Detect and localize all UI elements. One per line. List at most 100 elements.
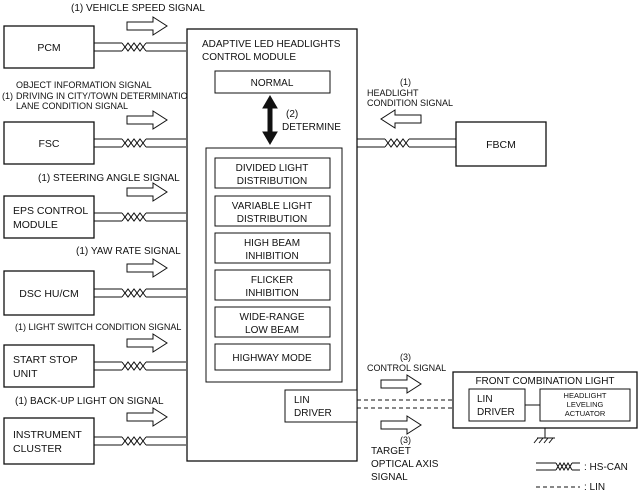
object-signal-number: (1) [2,91,13,101]
eps-label-line1: EPS CONTROL [13,205,88,217]
eps-label-line2: MODULE [13,219,58,231]
actuator-label-line2: LEVELING [567,400,604,409]
headlight-signal-number: (1) [400,77,411,87]
eps-block: EPS CONTROL MODULE [3,195,95,239]
dsc-box [3,270,95,316]
mode-wide-range-line2: LOW BEAM [245,325,299,336]
normal-mode-label: NORMAL [251,78,294,89]
target-signal-line2: OPTICAL AXIS [371,459,439,470]
legend-lin-label: : LIN [584,482,605,493]
hs-can-harness-fbcm [356,138,450,148]
control-signal-number: (3) [400,352,411,362]
mode-variable-light-distribution [214,195,331,227]
target-signal-line1: TARGET [371,446,411,457]
fcl-lin-driver-line2: DRIVER [477,407,515,418]
mode-wide-range-line1: WIDE-RANGE [240,312,305,323]
control-module-title-line1: ADAPTIVE LED HEADLIGHTS [202,39,341,50]
fbcm-block: FBCM [455,121,547,167]
driving-determination-signal-label: DRIVING IN CITY/TOWN DETERMINATION SIGNA… [16,91,230,101]
yaw-rate-signal-label: (1) YAW RATE SIGNAL [76,246,181,257]
start-stop-label-line2: UNIT [13,368,38,380]
instrument-cluster-label-line2: CLUSTER [13,443,62,455]
start-stop-label-line1: START STOP [13,354,78,366]
adaptive-led-headlights-control-module: ADAPTIVE LED HEADLIGHTS CONTROL MODULE N… [186,28,358,462]
front-combination-light-title: FRONT COMBINATION LIGHT [475,376,614,387]
headlight-signal-line1: HEADLIGHT [367,88,419,98]
arrow-light-switch-icon [126,333,168,353]
hs-can-harness-pcm [93,42,187,52]
eps-box [3,195,95,239]
hs-can-harness-instrument-cluster [93,436,187,446]
arrow-steering-icon [126,182,168,202]
instrument-cluster-label-line1: INSTRUMENT [13,429,82,441]
instrument-cluster-block: INSTRUMENT CLUSTER [3,417,95,465]
arrow-control-signal-icon [380,374,422,394]
arrow-backup-light-icon [126,407,168,427]
arrow-vehicle-speed-icon [126,16,168,36]
mode-flicker-line2: INHIBITION [245,288,298,299]
determine-label: DETERMINE [282,122,341,133]
ground-icon [533,428,555,444]
hs-can-harness-start-stop [93,361,187,371]
mode-highway-label: HIGHWAY MODE [232,353,312,364]
vehicle-speed-signal-label: (1) VEHICLE SPEED SIGNAL [71,3,205,14]
pcm-block: PCM [3,25,95,69]
fsc-label: FSC [39,138,60,150]
start-stop-box [3,344,95,388]
actuator-label-line3: ACTUATOR [565,409,606,418]
fcl-lin-driver-line1: LIN [477,394,493,405]
lane-condition-signal-label: LANE CONDITION SIGNAL [16,101,128,111]
mode-divided-light-distribution [214,157,331,189]
dsc-label: DSC HU/CM [19,288,79,300]
arrow-target-optical-axis-icon [380,415,422,435]
mode-flicker-inhibition [214,269,331,301]
mode-high-beam-line1: HIGH BEAM [244,238,300,249]
arrow-headlight-condition-icon [380,109,422,129]
control-module-title-line2: CONTROL MODULE [202,52,296,63]
fbcm-box [455,121,547,167]
mode-high-beam-inhibition [214,232,331,264]
dsc-block: DSC HU/CM [3,270,95,316]
legend: : HS-CAN : LIN [536,461,628,493]
steering-angle-signal-label: (1) STEERING ANGLE SIGNAL [38,173,180,184]
fsc-box [3,121,95,165]
module-lin-driver-line2: DRIVER [294,408,332,419]
determine-double-arrow-icon [262,95,278,145]
legend-hs-can-harness-icon [536,461,580,472]
arrow-yaw-rate-icon [126,258,168,278]
actuator-label-line1: HEADLIGHT [564,391,607,400]
mode-flicker-line1: FLICKER [251,275,293,286]
headlight-signal-line2: CONDITION SIGNAL [367,98,453,108]
light-switch-signal-label: (1) LIGHT SWITCH CONDITION SIGNAL [15,322,181,332]
mode-high-beam-line2: INHIBITION [245,251,298,262]
hs-can-harness-dsc [93,288,187,298]
mode-divided-light-line1: DIVIDED LIGHT [236,163,309,174]
normal-mode-box [214,70,331,94]
fbcm-label: FBCM [486,139,516,151]
backup-light-signal-label: (1) BACK-UP LIGHT ON SIGNAL [15,396,164,407]
object-information-signal-label: OBJECT INFORMATION SIGNAL [16,80,152,90]
instrument-cluster-box [3,417,95,465]
control-signal-label: CONTROL SIGNAL [367,363,446,373]
mode-divided-light-line2: DISTRIBUTION [237,176,308,187]
pcm-box [3,25,95,69]
front-combination-light-block: FRONT COMBINATION LIGHT LIN DRIVER HEADL… [452,371,638,429]
arrow-object-info-icon [126,110,168,130]
mode-variable-light-line1: VARIABLE LIGHT [232,201,312,212]
module-lin-driver-line1: LIN [294,395,310,406]
fcl-lin-driver-box [468,388,526,422]
module-lin-driver-box [284,389,358,423]
mode-variable-light-line2: DISTRIBUTION [237,214,308,225]
determine-number: (2) [286,109,298,120]
headlight-leveling-actuator-box [539,388,631,422]
hs-can-harness-fsc [93,138,187,148]
target-signal-number: (3) [400,435,411,445]
mode-wide-range-low-beam [214,306,331,338]
target-signal-line3: SIGNAL [371,472,408,483]
mode-highway [214,343,331,371]
start-stop-block: START STOP UNIT [3,344,95,388]
pcm-label: PCM [37,42,60,54]
legend-hs-can-label: : HS-CAN [584,462,628,473]
hs-can-harness-eps [93,212,187,222]
